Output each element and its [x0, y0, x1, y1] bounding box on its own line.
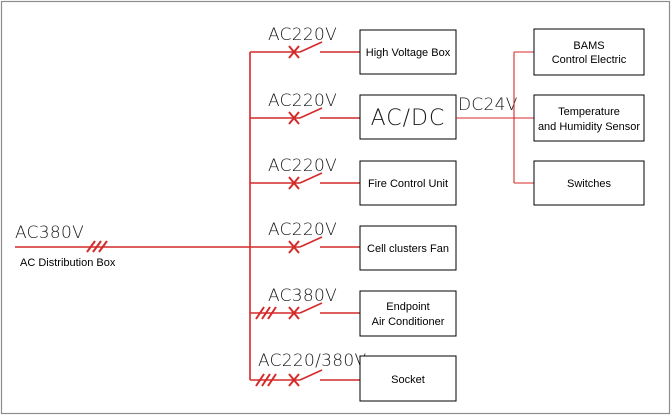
branch-voltage-label: AC220V	[268, 25, 337, 45]
device-label: Endpoint	[386, 301, 429, 313]
breaker-x-mark	[288, 111, 300, 125]
branch-cell-clusters-fan: AC220V Cell clusters Fan	[250, 220, 457, 271]
breaker-x-mark	[288, 306, 300, 320]
branch-high-voltage-box: AC220V High Voltage Box	[250, 25, 457, 75]
branch-fire-control-unit: AC220V Fire Control Unit	[250, 156, 457, 206]
dc-load-box-bams	[533, 28, 645, 76]
device-label: Cell clusters Fan	[367, 243, 449, 255]
source-voltage-label: AC380V	[15, 223, 84, 243]
branch-endpoint-air-conditioner: AC380V Endpoint Air Conditioner	[250, 286, 457, 337]
source-label: AC Distribution Box	[20, 257, 116, 269]
device-label: Air Conditioner	[372, 316, 445, 328]
dc-load-label: Switches	[567, 178, 612, 190]
dc-load-label: Temperature	[558, 106, 620, 118]
branch-socket: AC220/380V Socket	[250, 351, 457, 402]
device-label: Socket	[391, 374, 425, 386]
dc-load-label: BAMS	[573, 40, 604, 52]
branch-voltage-label: AC220V	[268, 220, 337, 240]
breaker-x-mark	[288, 240, 300, 254]
branch-voltage-label: AC220V	[268, 91, 337, 111]
dc-distribution: DC24V BAMS Control Electric Temperature …	[456, 28, 645, 206]
dc-load-label: Control Electric	[552, 54, 627, 66]
three-phase-mark	[255, 306, 277, 320]
branch-voltage-label: AC380V	[268, 286, 337, 306]
device-label-ac-dc: AC/DC	[371, 106, 446, 131]
branch-ac-dc: AC220V AC/DC	[250, 91, 457, 140]
device-box-ac-dc	[359, 94, 457, 140]
breaker-x-mark	[288, 373, 300, 387]
branch-voltage-label: AC220V	[268, 156, 337, 176]
breaker-x-mark	[288, 45, 300, 59]
device-box-cell-fan	[359, 225, 457, 271]
dc-load-box-switches	[533, 160, 645, 206]
device-box-air-conditioner	[359, 290, 457, 337]
device-box-socket	[359, 355, 457, 402]
breaker-x-mark	[288, 176, 300, 190]
device-label: High Voltage Box	[366, 47, 451, 59]
dc-load-label: and Humidity Sensor	[538, 121, 640, 133]
dc-voltage-label: DC24V	[458, 95, 518, 115]
dc-load-box-sensor	[533, 94, 645, 142]
device-box-high-voltage	[359, 29, 457, 75]
device-label: Fire Control Unit	[368, 178, 448, 190]
three-phase-mark-main	[86, 240, 108, 253]
three-phase-mark	[255, 373, 277, 387]
device-box-fire-control	[359, 160, 457, 206]
branch-voltage-label: AC220/380V	[258, 351, 367, 371]
